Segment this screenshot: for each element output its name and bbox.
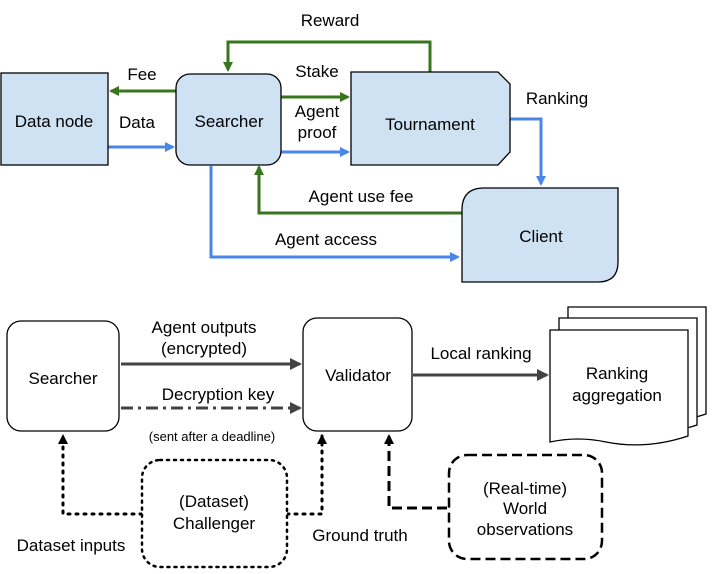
- world-observations-box: (Real-time) World observations: [447, 453, 604, 561]
- searcher-box-bottom: Searcher: [6, 320, 120, 432]
- world-label-line3: observations: [477, 520, 573, 539]
- ranking-arrow: [510, 117, 546, 186]
- ground-truth-label: Ground truth: [312, 526, 407, 545]
- searcher-label-bottom: Searcher: [29, 369, 98, 388]
- agent-access-arrow: [209, 166, 460, 262]
- data-node-label: Data node: [15, 112, 93, 131]
- ground-truth-arrow: [285, 434, 327, 516]
- ranking-aggregation-stack: Ranking aggregation: [549, 306, 707, 446]
- world-label-line1: (Real-time): [483, 479, 567, 498]
- tournament-box: Tournament: [350, 71, 511, 166]
- world-observations-arrow: [384, 434, 447, 510]
- sent-after-deadline-label: (sent after a deadline): [149, 429, 275, 444]
- ranking-aggregation-label-line2: aggregation: [572, 386, 662, 405]
- decryption-key-label: Decryption key: [162, 385, 275, 404]
- ranking-aggregation-label-line1: Ranking: [586, 364, 648, 383]
- fee-label: Fee: [127, 65, 156, 84]
- agent-use-fee-label: Agent use fee: [309, 187, 414, 206]
- challenger-label-line2: Challenger: [173, 514, 256, 533]
- agent-use-fee-arrow: [254, 165, 462, 215]
- searcher-label-top: Searcher: [195, 112, 264, 131]
- challenger-label-line1: (Dataset): [179, 492, 249, 511]
- agent-proof-label-line2: proof: [298, 123, 337, 142]
- agent-outputs-label-line1: Agent outputs: [152, 318, 257, 337]
- dataset-inputs-arrow: [58, 434, 144, 516]
- tournament-label: Tournament: [385, 115, 475, 134]
- world-label-line2: World: [503, 499, 547, 518]
- validator-box: Validator: [302, 317, 413, 432]
- agent-access-label: Agent access: [275, 230, 377, 249]
- stake-label: Stake: [295, 62, 338, 81]
- challenger-box: (Dataset) Challenger: [140, 458, 289, 569]
- searcher-box-top: Searcher: [175, 73, 282, 166]
- ranking-label: Ranking: [526, 89, 588, 108]
- dataset-inputs-label: Dataset inputs: [17, 536, 126, 555]
- data-label: Data: [119, 113, 155, 132]
- reward-label: Reward: [301, 11, 360, 30]
- local-ranking-label: Local ranking: [430, 344, 531, 363]
- validator-label: Validator: [325, 366, 391, 385]
- agent-outputs-label-line2: (encrypted): [161, 339, 247, 358]
- agent-proof-label-line1: Agent: [295, 102, 340, 121]
- reward-arrow: [223, 40, 432, 72]
- data-node-box: Data node: [0, 72, 109, 166]
- client-box: Client: [461, 187, 619, 283]
- client-label: Client: [519, 227, 563, 246]
